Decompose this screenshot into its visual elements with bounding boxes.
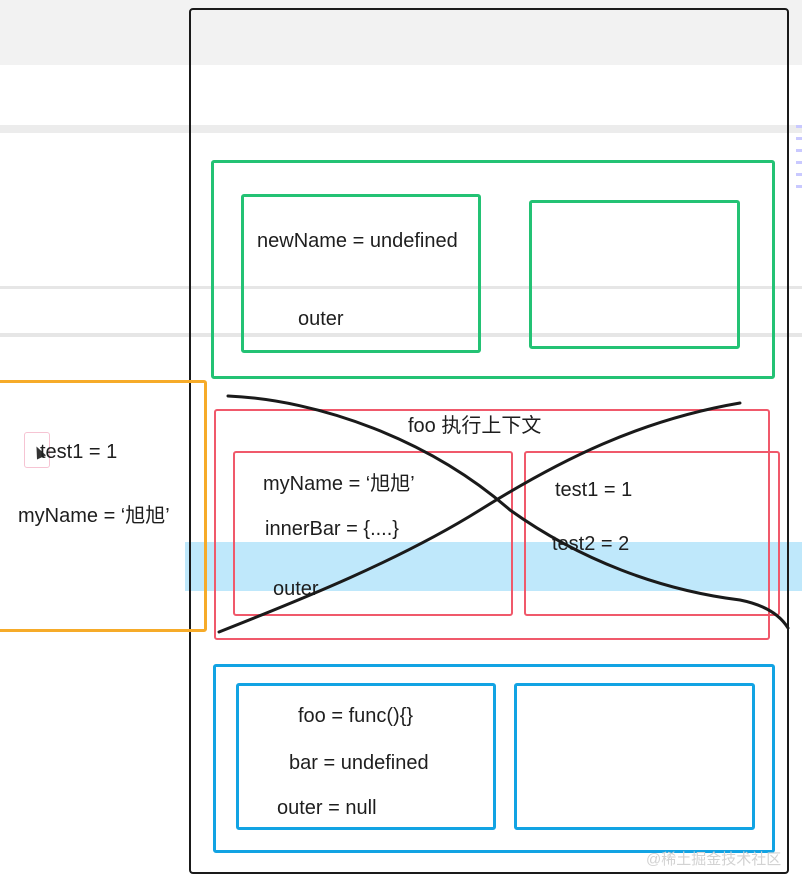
background-toolbar: [0, 0, 802, 65]
global-variable-environment: [241, 194, 481, 353]
bottom-context-box: [213, 664, 775, 853]
background-scroll-marks: [796, 125, 802, 195]
bottom-var-outer: outer = null: [277, 797, 377, 819]
foo-context-box: [214, 409, 770, 640]
call-stack-frame: [189, 8, 789, 874]
foo-variable-environment: [233, 451, 513, 616]
global-context-box: [211, 160, 775, 379]
cross-out-stroke: [217, 401, 742, 634]
watermark: @稀土掘金技术社区: [646, 851, 782, 868]
bottom-var-foo: foo = func(){}: [298, 705, 414, 727]
cursor-marker: [24, 432, 50, 468]
closure-var-test1: test1 = 1: [40, 441, 118, 463]
foo-lexical-environment: [524, 451, 780, 616]
global-var-newname: newName = undefined: [257, 230, 458, 252]
bottom-variable-environment: [236, 683, 496, 830]
global-var-outer: outer: [298, 308, 344, 330]
foo-var-innerbar: innerBar = {....}: [265, 518, 399, 540]
selection-highlight: [185, 542, 802, 591]
foo-var-outer: outer: [273, 578, 319, 600]
foo-lex-test2: test2 = 2: [552, 533, 630, 555]
bottom-lexical-environment: [514, 683, 755, 830]
cross-out-stroke: [226, 394, 790, 630]
bottom-var-bar: bar = undefined: [289, 752, 429, 774]
background-row-line: [0, 333, 802, 337]
background-divider: [0, 125, 802, 133]
foo-context-title: foo 执行上下文: [408, 415, 542, 437]
foo-lex-test1: test1 = 1: [555, 479, 633, 501]
closure-box: [0, 380, 207, 632]
background-row-line: [0, 286, 802, 289]
global-lexical-environment: [529, 200, 740, 349]
closure-var-myname: myName = ‘旭旭’: [18, 505, 170, 527]
foo-var-myname: myName = ‘旭旭’: [263, 473, 415, 495]
